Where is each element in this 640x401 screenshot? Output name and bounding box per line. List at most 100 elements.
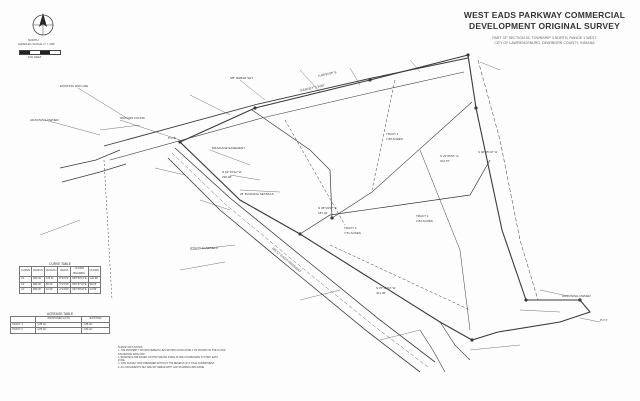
road-upper-edge-2 [109, 71, 465, 161]
easement-line [284, 119, 346, 226]
graphic-scale-distance: 100 FEET [28, 55, 42, 59]
acreage-table-header [9, 316, 37, 323]
table-row: C3 980.00' 43.90' 2°34'00" S56°58'32"E 4… [18, 287, 102, 294]
table-cell: S56°58'32"E [70, 287, 89, 294]
distance-c: 187.42' [318, 211, 328, 215]
property-boundary [179, 54, 591, 341]
lower-drive-2 [419, 329, 446, 373]
table-row: TRACT 1 1.88 AC 1.88 AC [9, 321, 110, 328]
tract-line-2 [299, 159, 491, 235]
table-cell: 1.88 AC [35, 321, 83, 328]
tract-3-name: TRACT 3 [344, 226, 357, 230]
bearing-tract-line: S 00°45'13" W [478, 150, 498, 154]
acreage-table-header: EXISTING [81, 316, 110, 323]
table-cell: 43.89' [87, 287, 102, 294]
easement-line-3 [329, 244, 471, 311]
acreage-table-title: ACREAGE TABLE [46, 312, 74, 316]
table-cell: 1.88 AC [81, 321, 110, 328]
graphic-scale-text: GRAPHIC SCALE 1" = 100' [18, 42, 55, 46]
monument-point [470, 338, 474, 342]
table-cell: 3°23'40" [57, 281, 72, 288]
table-cell: 58.05' [87, 281, 102, 288]
parkway-south-edge [167, 157, 421, 373]
table-cell: 980.00' [31, 276, 45, 283]
table-cell: 43.90' [43, 287, 59, 294]
tract-line-4 [419, 149, 471, 331]
table-cell: 980.00' [31, 287, 45, 294]
curve-table-header: LENGTH [43, 266, 59, 277]
easement-line-2 [371, 79, 396, 191]
table-cell: 2.83 AC [81, 327, 110, 334]
surveyor-notes: SURVEYOR'S NOTES: 1. THE PROPERTY SHOWN … [118, 346, 226, 369]
table-cell: C1 [18, 276, 33, 283]
adjoiner-north-label: ADJOINING OWNER [30, 118, 59, 122]
monument-point [524, 298, 528, 302]
monument-point [474, 106, 478, 110]
curve-table-header-row: CURVE RADIUS LENGTH DELTA CHORD BEARING … [18, 266, 102, 277]
tract-line-3 [331, 101, 473, 219]
table-cell: C2 [18, 281, 33, 288]
adjoiner-south-label: ADJOINING OWNER [562, 294, 591, 298]
table-cell: 142.98' [87, 276, 102, 283]
monument-point [368, 78, 372, 82]
drain-easement-label: DRAINAGE EASEMENT [212, 146, 246, 150]
distance-b: 312.57' [440, 159, 450, 163]
table-cell: 8°22'02" [57, 276, 72, 283]
curve-table-title: CURVE TABLE [49, 262, 71, 266]
table-cell: C3 [18, 287, 33, 294]
table-cell: TRACT 2 [9, 327, 37, 334]
survey-title-line-1: WEST EADS PARKWAY COMMERCIAL [463, 10, 626, 20]
monument-point [330, 216, 334, 220]
bearing-b: S 24°05'51" E [440, 154, 459, 158]
tract-2-area: 2.83 ACRES [416, 219, 433, 223]
table-cell: TRACT 1 [9, 321, 37, 328]
curve-table-header: DELTA [57, 266, 72, 277]
north-arrow-label: NORTH [28, 38, 39, 42]
lower-drive [439, 321, 471, 361]
curve-table-header: CHORD [87, 266, 102, 277]
dashed-boundary-west [103, 159, 113, 301]
road-upper-edge [103, 57, 469, 147]
setback-label: 25' BUILDING SETBACK [240, 192, 274, 196]
distance-d: 421.06' [376, 291, 386, 295]
table-cell: 2°34'00" [57, 287, 72, 294]
table-cell: S65°50'13"E [70, 276, 89, 283]
iron-pin-label: IRON PIN FOUND [120, 116, 145, 120]
acreage-table: ACREAGE TABLE PROPOSED LOTS EXISTING TRA… [9, 312, 110, 334]
notes-heading: SURVEYOR'S NOTES: [118, 346, 143, 349]
side-road-west [59, 149, 121, 169]
note-item: 4. ALL MONUMENTS SET ARE 5/8" REBAR WITH… [118, 365, 205, 369]
bearing-c: N 38°19'07" E [318, 206, 337, 210]
curve-table-header: CURVE [18, 266, 33, 277]
note-item: 1. THE PROPERTY SHOWN HEREON LIES WITHIN… [118, 349, 226, 356]
monument-point [298, 232, 302, 236]
rebar-set-label: 5/8" REBAR SET [230, 76, 254, 80]
graphic-scale-bar [19, 50, 61, 55]
acreage-table-header: PROPOSED LOTS [35, 316, 83, 323]
curve-table-header: CHORD BEARING [70, 266, 89, 277]
note-item: 3. THIS SURVEY WAS PREPARED WITHOUT THE … [118, 362, 215, 366]
table-cell: 2.83 AC [35, 327, 83, 334]
table-row: C2 980.00' 58.06' 3°23'40" S59°57'22"E 5… [18, 281, 102, 288]
monument-point [578, 298, 582, 302]
curve-table-header: RADIUS [31, 266, 45, 277]
table-row: TRACT 2 2.83 AC 2.83 AC [9, 327, 110, 334]
survey-subtitle-section: PART OF SECTION 35, TOWNSHIP 3 NORTH, RA… [492, 36, 597, 40]
rw-line-label: EXISTING R/W LINE [60, 84, 89, 88]
tract-3-area: 7.51 ACRES [344, 231, 361, 235]
curve-table: CURVE TABLE CURVE RADIUS LENGTH DELTA CH… [18, 262, 102, 294]
tract-1-area: 1.88 ACRES [386, 137, 403, 141]
tract-line-1 [251, 109, 333, 219]
note-item: 2. BEARINGS ARE BASED ON THE INDIANA STA… [118, 355, 219, 363]
side-road-west-2 [61, 163, 127, 183]
survey-title-line-2: DEVELOPMENT ORIGINAL SURVEY [468, 21, 621, 31]
table-cell: 980.00' [31, 281, 45, 288]
bearing-a: N 64°15'22" W [222, 170, 242, 174]
table-cell: S59°57'22"E [70, 281, 89, 288]
parkway-north-edge [174, 147, 436, 363]
survey-subtitle-location: CITY OF LAWRENCEBURG, DEARBORN COUNTY, I… [494, 41, 595, 45]
bearing-d: S 76°39'04" W [376, 286, 396, 290]
monument-point [178, 140, 182, 144]
tract-1-name: TRACT 1 [386, 132, 399, 136]
monument-point [253, 106, 257, 110]
